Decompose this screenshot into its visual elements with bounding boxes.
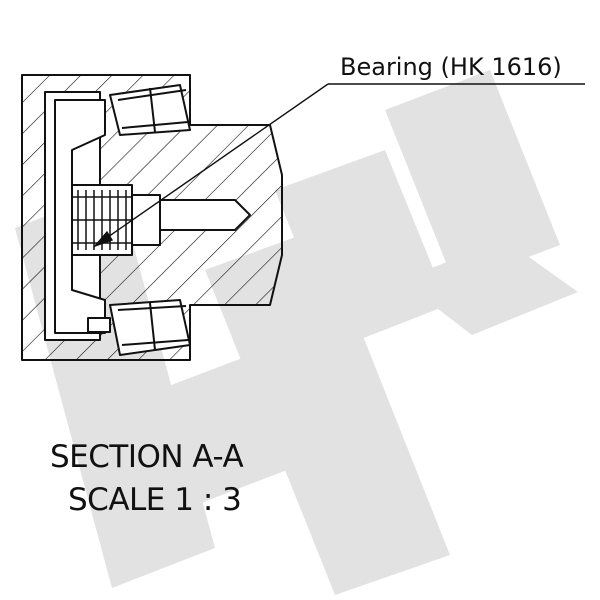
section-body	[21, 74, 283, 361]
scale-label: SCALE 1 : 3	[68, 482, 241, 518]
bottom-roller-bearing	[109, 299, 191, 356]
bearing-callout-label: Bearing (HK 1616)	[340, 53, 562, 81]
front-flange	[54, 99, 106, 334]
key-pin	[87, 317, 111, 333]
callout-leader	[92, 83, 585, 248]
shaft	[159, 199, 251, 231]
section-title: SECTION A-A	[50, 439, 243, 475]
top-roller-bearing	[109, 84, 191, 136]
